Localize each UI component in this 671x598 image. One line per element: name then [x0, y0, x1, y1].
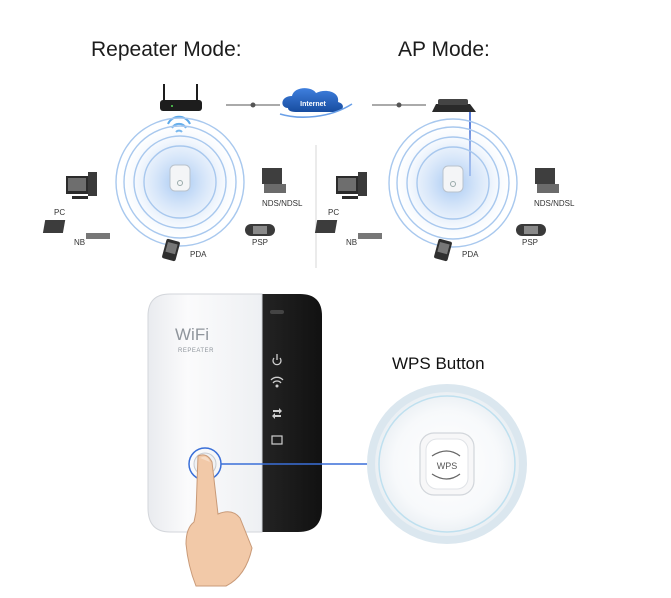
ap-notebook-icon: [314, 220, 382, 239]
repeater-pda-icon: [162, 238, 180, 262]
internet-label: Internet: [300, 101, 326, 108]
repeater-unit: [147, 293, 322, 533]
ap-pda-label: PDA: [462, 250, 479, 259]
repeater-device-icon: [169, 164, 191, 192]
repeater-nds-icon: [262, 168, 286, 193]
hand-pointing-icon: [185, 454, 253, 587]
model-label: REPEATER: [178, 348, 214, 354]
repeater-psp-icon: [245, 224, 275, 236]
vent-slot: [270, 310, 284, 314]
repeater-pc-label: PC: [54, 208, 66, 217]
repeater-nb-label: NB: [74, 238, 86, 247]
ap-pc-label: PC: [328, 208, 340, 217]
ap-nds-icon: [535, 168, 559, 193]
repeater-router: [160, 84, 202, 111]
repeater-psp-label: PSP: [252, 238, 269, 247]
wps-key-label: WPS: [437, 461, 458, 471]
ap-psp-icon: [516, 224, 546, 236]
internet-cloud-icon: [279, 88, 353, 118]
product-illustration: WPS WiFi REPEATER: [147, 293, 527, 587]
ap-nds-label: NDS/NDSL: [534, 199, 575, 208]
ap-mode-title: AP Mode:: [398, 38, 490, 61]
wifi-signal-icon: [270, 376, 284, 388]
ap-psp-label: PSP: [522, 238, 539, 247]
link-line-left: [226, 102, 280, 108]
ap-router: [432, 99, 476, 112]
ap-pda-icon: [434, 238, 452, 262]
repeater-mode-title: Repeater Mode:: [91, 38, 242, 61]
brand-logo: WiFi: [175, 325, 209, 344]
ethernet-icon: [271, 435, 283, 445]
transfer-icon: [272, 408, 282, 419]
power-icon: [272, 354, 282, 366]
repeater-nds-label: NDS/NDSL: [262, 199, 303, 208]
ap-device-icon: [442, 165, 464, 193]
repeater-notebook-icon: [42, 220, 110, 239]
link-line-right: [372, 102, 426, 108]
ap-pc-icon: [336, 172, 367, 199]
repeater-pc-icon: [66, 172, 97, 199]
network-diagram: Internet: [42, 84, 559, 268]
wps-button-caption: WPS Button: [392, 354, 485, 373]
repeater-pda-label: PDA: [190, 250, 207, 259]
ap-nb-label: NB: [346, 238, 358, 247]
wps-zoom-circle: [367, 384, 527, 544]
